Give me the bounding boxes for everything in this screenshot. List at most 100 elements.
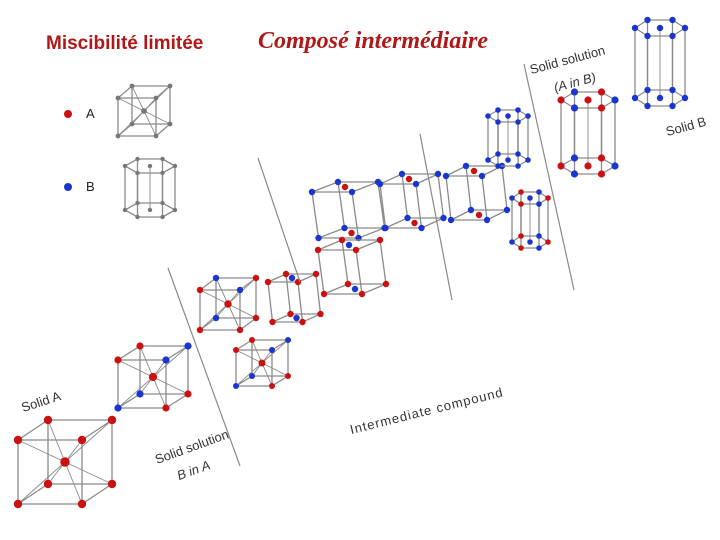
solid-a-cube-atom [13, 435, 23, 445]
legend-hex-b-atom [160, 170, 165, 176]
solution-hex-2-atom [518, 245, 524, 251]
compound-cell-5-edge [302, 313, 321, 323]
compound-cell-3-edge [501, 165, 508, 211]
compound-cell-4-edge [361, 283, 387, 295]
compound-cell-3-atom [483, 216, 491, 224]
solution-hex-2-top-center-atom [527, 195, 533, 201]
solution-cube-2-center-atom [224, 300, 232, 308]
solution-cube-1-center-atom [148, 372, 158, 382]
legend-hex-b-edge [162, 158, 176, 167]
solution-hex-2-atom [509, 239, 515, 245]
legend-hex-b-edge [124, 165, 138, 174]
compound-cell-3-edge [450, 209, 472, 221]
solution-hex-2-atom [536, 189, 542, 195]
solid-b-hex-1-atom [570, 154, 579, 162]
solution-cube-1-atom [136, 342, 144, 350]
solution-cube-3-atom [269, 347, 275, 353]
legend-dot-b [64, 183, 72, 191]
solution-cube-2-atom [252, 274, 260, 282]
legend-hex-b-edge [162, 209, 176, 218]
solution-cube-1-atom [114, 404, 122, 412]
legend-label-a: A [86, 106, 95, 121]
compound-cell-4-atom [320, 290, 328, 298]
compound-cell-3-edge [481, 175, 488, 221]
solution-cube-3-edge [235, 375, 253, 387]
boundary-line-2 [257, 157, 301, 283]
solid-b-hex-1-atom [570, 104, 579, 112]
solution-hex-1-atom [515, 163, 521, 169]
solution-hex-1-bottom-center-atom [505, 157, 511, 163]
solution-hex-1-atom [515, 107, 521, 113]
solid-a-cube-atom [43, 479, 53, 489]
legend-hex-b-atom [122, 163, 128, 169]
solution-hex-1-atom [495, 163, 501, 169]
compound-cell-2-edge [437, 173, 445, 219]
solution-hex-2-atom [536, 245, 542, 251]
solid-b-hex-2-atom [681, 24, 689, 32]
solution-cube-3-atom [269, 383, 275, 389]
compound-cell-4-atom [314, 246, 322, 254]
solution-hex-1-atom [525, 113, 531, 119]
solution-hex-1-atom [485, 113, 491, 119]
solution-cube-1-atom [184, 390, 192, 398]
compound-cell-1-edge [311, 181, 339, 193]
legend-hex-b-atom [135, 214, 140, 220]
solution-cube-1-atom [136, 390, 144, 398]
legend-cube-a-edge [117, 85, 133, 99]
compound-cell-5-edge [285, 273, 292, 315]
solution-hex-2-atom [509, 195, 515, 201]
compound-cell-4-atom [344, 280, 352, 288]
solution-cube-3-edge [235, 339, 253, 351]
legend-cube-a-edge [155, 123, 171, 137]
compound-cell-1-edge [351, 181, 379, 193]
compound-cell-1-atom [348, 188, 356, 196]
solution-cube-2-edge [199, 277, 217, 291]
solid-b-hex-2-atom [669, 16, 676, 24]
compound-cell-2-edge [401, 173, 409, 219]
compound-cell-5-atom [282, 270, 290, 278]
compound-cell-2-atom [418, 224, 425, 232]
legend-hex-b-edge [162, 165, 176, 174]
solid-b-hex-2-bottom-center-atom [656, 94, 664, 102]
compound-cell-1-edge [337, 181, 346, 229]
compound-cell-2-atom [412, 180, 420, 188]
compound-cell-3-edge [445, 165, 467, 177]
compound-cell-5-edge [315, 273, 322, 315]
compound-cell-4-edge [317, 239, 343, 251]
solution-hex-1-atom [495, 151, 501, 157]
compound-cell-2-atom [404, 214, 411, 222]
compound-cell-1-edge [351, 191, 360, 239]
solid-a-cube-atom [13, 499, 23, 509]
solution-cube-3-atom [233, 347, 239, 353]
solution-hex-2-atom [518, 201, 524, 207]
solid-a-cube-edge [17, 483, 49, 505]
legend-hex-b-edge [124, 158, 138, 167]
solution-hex-2-atom [536, 233, 542, 239]
compound-cell-2-edge [385, 217, 408, 229]
compound-cell-1-edge [311, 191, 320, 239]
compound-cell-4-edge [355, 239, 381, 251]
compound-cell-4-atom [338, 236, 346, 244]
compound-cell-5-atom [264, 278, 272, 286]
solid-b-hex-1-atom [557, 96, 565, 104]
solution-hex-1-atom [495, 119, 501, 125]
compound-cell-2-face-atom [411, 219, 418, 227]
solution-cube-1-atom [162, 356, 170, 364]
compound-cell-5-atom [317, 310, 324, 318]
compound-cell-3-atom [467, 206, 475, 214]
compound-cell-3-atom [478, 172, 486, 180]
compound-cell-2-atom [434, 170, 442, 178]
solid-b-hex-2-top-center-atom [656, 24, 664, 32]
legend-cube-a-atom [167, 83, 173, 89]
compound-cell-4-edge [323, 283, 349, 295]
compound-cell-5-edge [272, 313, 291, 323]
solution-cube-2-atom [196, 286, 204, 294]
legend-dot-a [64, 110, 72, 118]
solution-hex-2-atom [518, 189, 524, 195]
solid-a-cube-atom [107, 415, 117, 425]
compound-cell-2-atom [398, 170, 406, 178]
solution-cube-1-edge [165, 345, 189, 361]
compound-cell-5-atom [287, 310, 294, 318]
